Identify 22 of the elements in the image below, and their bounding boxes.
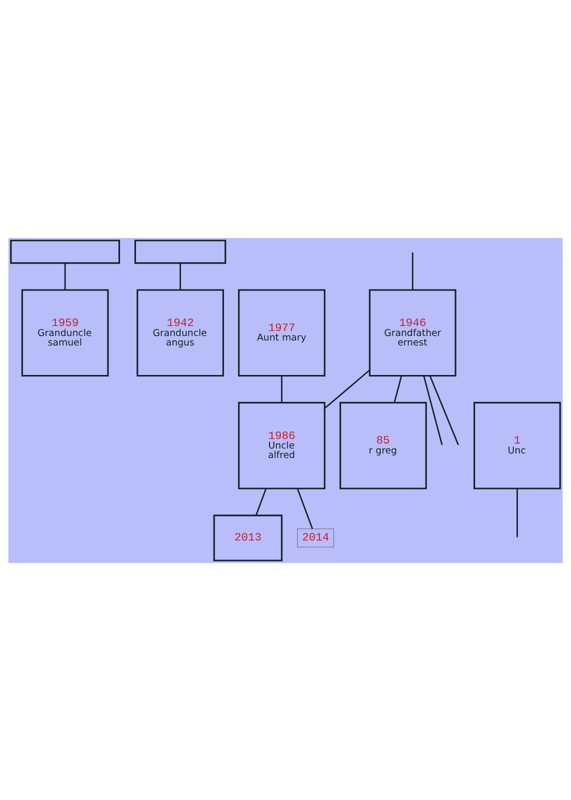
- connector: [412, 252, 414, 290]
- connector: [423, 375, 443, 445]
- connector: [64, 262, 66, 290]
- node-box: 85 r greg: [340, 401, 427, 489]
- node-box: [10, 239, 120, 264]
- node-box: 1942 Granduncle angus: [136, 288, 224, 376]
- node-box: 2014: [297, 528, 334, 547]
- node-box: 1946 Grandfather ernest: [368, 288, 456, 376]
- connector: [180, 262, 181, 290]
- connector: [281, 375, 282, 402]
- connector: [429, 375, 459, 445]
- node-box: 1977 Aunt mary: [238, 288, 326, 376]
- connector: [394, 375, 402, 402]
- connector: [296, 488, 314, 529]
- node-box: 2013: [213, 514, 283, 561]
- node-box: 1 Unc: [474, 401, 561, 489]
- connector: [324, 369, 370, 408]
- node-box: [134, 239, 226, 264]
- node-box: 1986 Uncle alfred: [238, 401, 326, 489]
- connector: [256, 488, 267, 515]
- connector: [516, 488, 518, 537]
- node-box: 1959 Granduncle samuel: [21, 288, 109, 376]
